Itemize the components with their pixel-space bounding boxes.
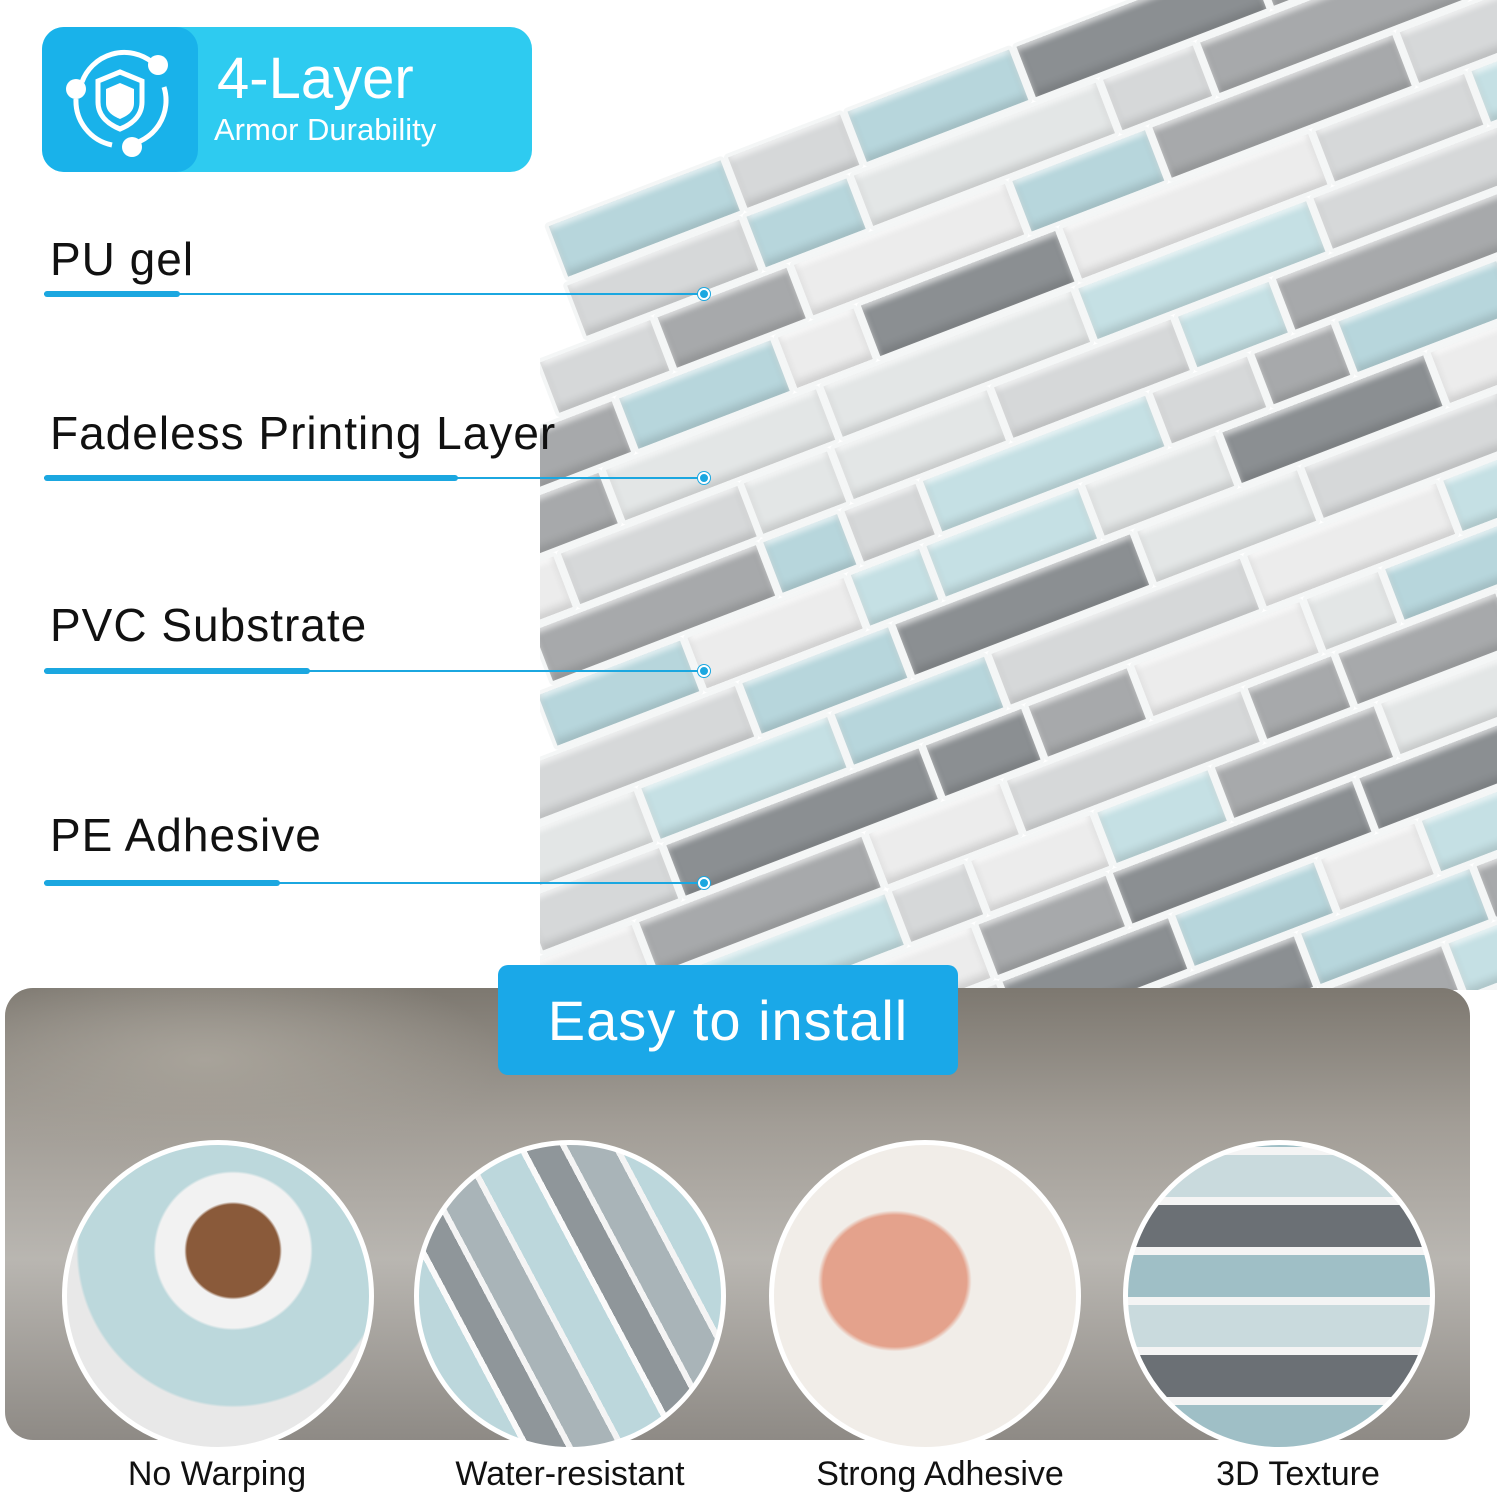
- feature-image-water-resistant: [414, 1140, 726, 1452]
- layer-label-pu-gel: PU gel: [50, 233, 195, 285]
- shield-orbit-icon: [42, 27, 198, 172]
- badge-title: 4-Layer: [217, 46, 414, 111]
- feature-caption-no-warping: No Warping: [127, 1455, 307, 1493]
- layer-pointer-pu-gel: [44, 288, 710, 300]
- feature-image-strong-adhesive: [769, 1140, 1081, 1452]
- layer-pointer-pvc: [44, 665, 710, 677]
- feature-caption-strong-adhesive: Strong Adhesive: [816, 1455, 1064, 1493]
- layer-pointer-printing: [44, 472, 710, 484]
- easy-install-banner: Easy to install: [498, 965, 958, 1075]
- layer-label-printing: Fadeless Printing Layer: [50, 407, 557, 459]
- layer-pointer-pe-adhesive: [44, 877, 710, 889]
- feature-image-3d-texture: [1123, 1140, 1435, 1452]
- feature-image-no-warping: [62, 1140, 374, 1452]
- badge-subtitle: Armor Durability: [214, 112, 437, 147]
- tile-layers-image: [540, 0, 1497, 990]
- feature-caption-water-resistant: Water-resistant: [455, 1455, 685, 1493]
- feature-caption-3d-texture: 3D Texture: [1216, 1455, 1380, 1493]
- feature-badge: 4-Layer Armor Durability: [42, 27, 532, 172]
- layer-label-pvc: PVC Substrate: [50, 599, 368, 651]
- layer-label-pe-adhesive: PE Adhesive: [50, 809, 322, 861]
